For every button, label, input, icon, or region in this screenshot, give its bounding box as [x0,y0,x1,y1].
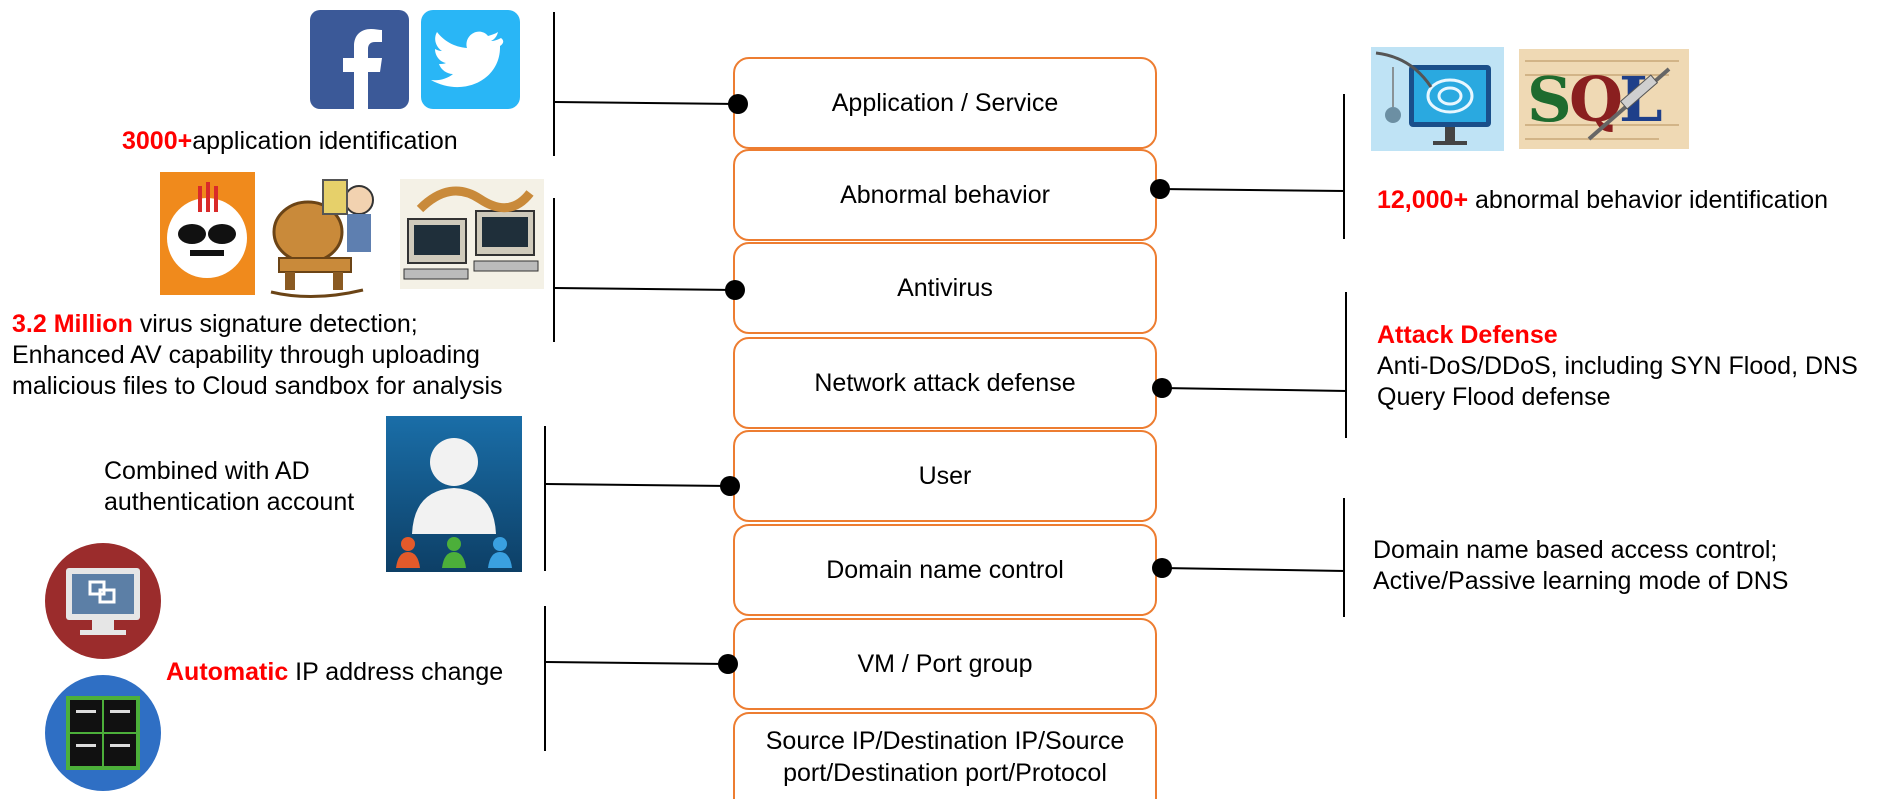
connector-domain [1161,567,1346,572]
connector-dot-antivirus [725,280,745,300]
domain-line2: Active/Passive learning mode of DNS [1373,567,1789,595]
panda-virus-icon [160,172,255,295]
worm-malware-icon [400,179,544,289]
connector-abnormal [1159,188,1346,192]
network-port-icon [44,674,162,792]
bracket-app [553,12,555,156]
bracket-antivirus [553,198,555,342]
twitter-logo-icon [421,10,520,109]
layer-label: Application / Service [831,89,1059,117]
bracket-abnormal [1343,94,1345,239]
user-line2: authentication account [104,488,355,516]
svg-text:S: S [1527,63,1572,136]
phishing-monitor-icon [1371,47,1504,151]
connector-dot-attack [1152,378,1172,398]
svg-text:Q: Q [1569,63,1623,136]
layer-abnormal-behavior: Abnormal behavior [733,149,1157,241]
bracket-attack [1345,292,1347,438]
trojan-horse-icon [263,170,393,301]
layer-label: User [918,462,972,490]
layer-network-attack-defense: Network attack defense [733,337,1157,429]
layer-label: Domain name control [826,556,1064,584]
app-annotation: 3000+application identification [122,126,458,157]
bracket-user [544,426,546,571]
attack-line2: Query Flood defense [1377,383,1611,411]
virus-annotation-line1: 3.2 Million virus signature detection; [12,309,418,340]
layer-label: VM / Port group [857,650,1033,678]
connector-user [545,483,731,487]
virus-line1: virus signature detection; [132,310,418,338]
virus-line2: Enhanced AV capability through uploading [12,341,480,369]
layer-vm-port-group: VM / Port group [733,618,1157,710]
bracket-vm [544,606,546,751]
layer-user: User [733,430,1157,522]
attack-line1: Anti-DoS/DDoS, including SYN Flood, DNS [1377,352,1858,380]
sql-injection-icon: S Q L [1519,49,1689,149]
connector-dot-app [728,94,748,114]
app-text: application identification [192,127,458,155]
virus-highlight: 3.2 Million [12,310,133,338]
vm-text: IP address change [288,658,504,686]
layer-antivirus: Antivirus [733,242,1157,334]
connector-dot-vm [718,654,738,674]
layer-label: Network attack defense [814,369,1076,397]
bracket-domain [1343,498,1345,617]
vm-annotation: Automatic IP address change [166,657,503,688]
layer-label: Abnormal behavior [840,181,1050,209]
connector-dot-abnormal [1150,179,1170,199]
user-group-icon [386,416,522,572]
layer-application-service: Application / Service [733,57,1157,149]
layer-five-tuple: Source IP/Destination IP/Source port/Des… [733,712,1157,799]
connector-vm [545,661,729,665]
connector-dot-domain [1152,558,1172,578]
connector-dot-user [720,476,740,496]
connector-attack [1161,387,1348,392]
layer-label: Source IP/Destination IP/Source port/Des… [765,726,1125,787]
layer-label: Antivirus [897,274,993,302]
connector-antivirus [554,287,736,291]
virus-line3: malicious files to Cloud sandbox for ana… [12,372,503,400]
app-highlight: 3000+ [122,127,193,155]
user-line1: Combined with AD [104,457,310,485]
attack-title: Attack Defense [1377,321,1558,349]
facebook-logo-icon [310,10,409,109]
abnormal-text: abnormal behavior identification [1468,186,1829,214]
virtual-machine-icon [44,542,162,660]
layer-domain-name-control: Domain name control [733,524,1157,616]
vm-highlight: Automatic [166,658,289,686]
connector-app [554,101,739,105]
abnormal-annotation: 12,000+ abnormal behavior identification [1377,185,1828,216]
abnormal-highlight: 12,000+ [1377,186,1469,214]
domain-line1: Domain name based access control; [1373,536,1778,564]
